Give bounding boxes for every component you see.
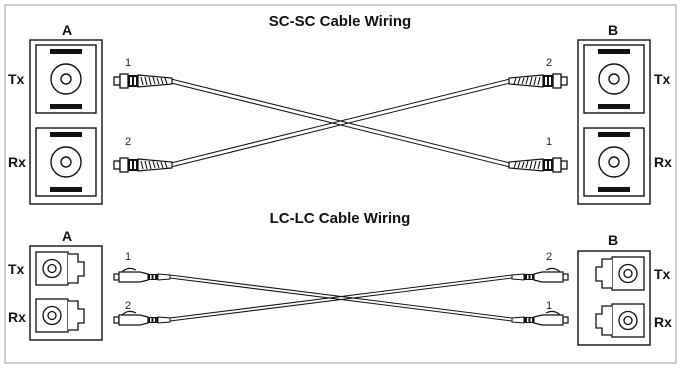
sc-connector-b-1 (508, 157, 568, 173)
lc-panel-a (29, 245, 103, 341)
sc-connector-a-2 (113, 157, 173, 173)
lc-connector-b-1 (511, 310, 569, 326)
sc-port-a-rx (35, 127, 97, 197)
lc-connector-b-2 (511, 267, 569, 283)
lc-connector-a-2 (113, 310, 171, 326)
sc-num-a-top: 1 (125, 57, 131, 69)
sc-cable-2 (170, 78, 511, 168)
sc-port-a-tx (35, 44, 97, 114)
sc-num-b-bottom: 1 (546, 136, 552, 148)
lc-panel-b (577, 250, 651, 346)
sc-a-tx-label: Tx (8, 71, 25, 87)
sc-a-rx-label: Rx (8, 154, 26, 170)
lc-num-b-bottom: 1 (546, 300, 552, 312)
lc-num-b-top: 2 (546, 251, 552, 263)
outer-border (4, 4, 677, 364)
sc-connector-b-2 (508, 73, 568, 89)
lc-port-a-rx (35, 298, 85, 333)
sc-b-tx-label: Tx (654, 71, 671, 87)
lc-port-b-tx (595, 256, 645, 291)
sc-side-a-label: A (62, 22, 72, 38)
sc-section: SC-SC Cable Wiring A Tx Rx B Tx Rx (8, 13, 672, 205)
sc-num-a-bottom: 2 (125, 136, 131, 148)
sc-panel-a (29, 39, 103, 205)
lc-b-tx-label: Tx (654, 266, 671, 282)
sc-side-b-label: B (608, 22, 618, 38)
sc-port-b-tx (583, 44, 645, 114)
lc-side-a-label: A (62, 228, 72, 244)
lc-a-tx-label: Tx (8, 261, 25, 277)
sc-cable-1 (170, 78, 511, 168)
lc-side-b-label: B (608, 232, 618, 248)
lc-port-a-tx (35, 251, 85, 286)
lc-a-rx-label: Rx (8, 309, 26, 325)
lc-title: LC-LC Cable Wiring (270, 210, 411, 227)
lc-num-a-bottom: 2 (125, 300, 131, 312)
lc-port-b-rx (595, 303, 645, 338)
sc-num-b-top: 2 (546, 57, 552, 69)
sc-panel-b (577, 39, 651, 205)
sc-title: SC-SC Cable Wiring (269, 13, 411, 30)
lc-b-rx-label: Rx (654, 314, 672, 330)
lc-connector-a-1 (113, 267, 171, 283)
sc-connector-a-1 (113, 73, 173, 89)
lc-num-a-top: 1 (125, 251, 131, 263)
lc-cable-2 (169, 274, 513, 322)
sc-b-rx-label: Rx (654, 154, 672, 170)
sc-port-b-rx (583, 127, 645, 197)
lc-section: LC-LC Cable Wiring A Tx Rx B Tx Rx (8, 210, 672, 346)
